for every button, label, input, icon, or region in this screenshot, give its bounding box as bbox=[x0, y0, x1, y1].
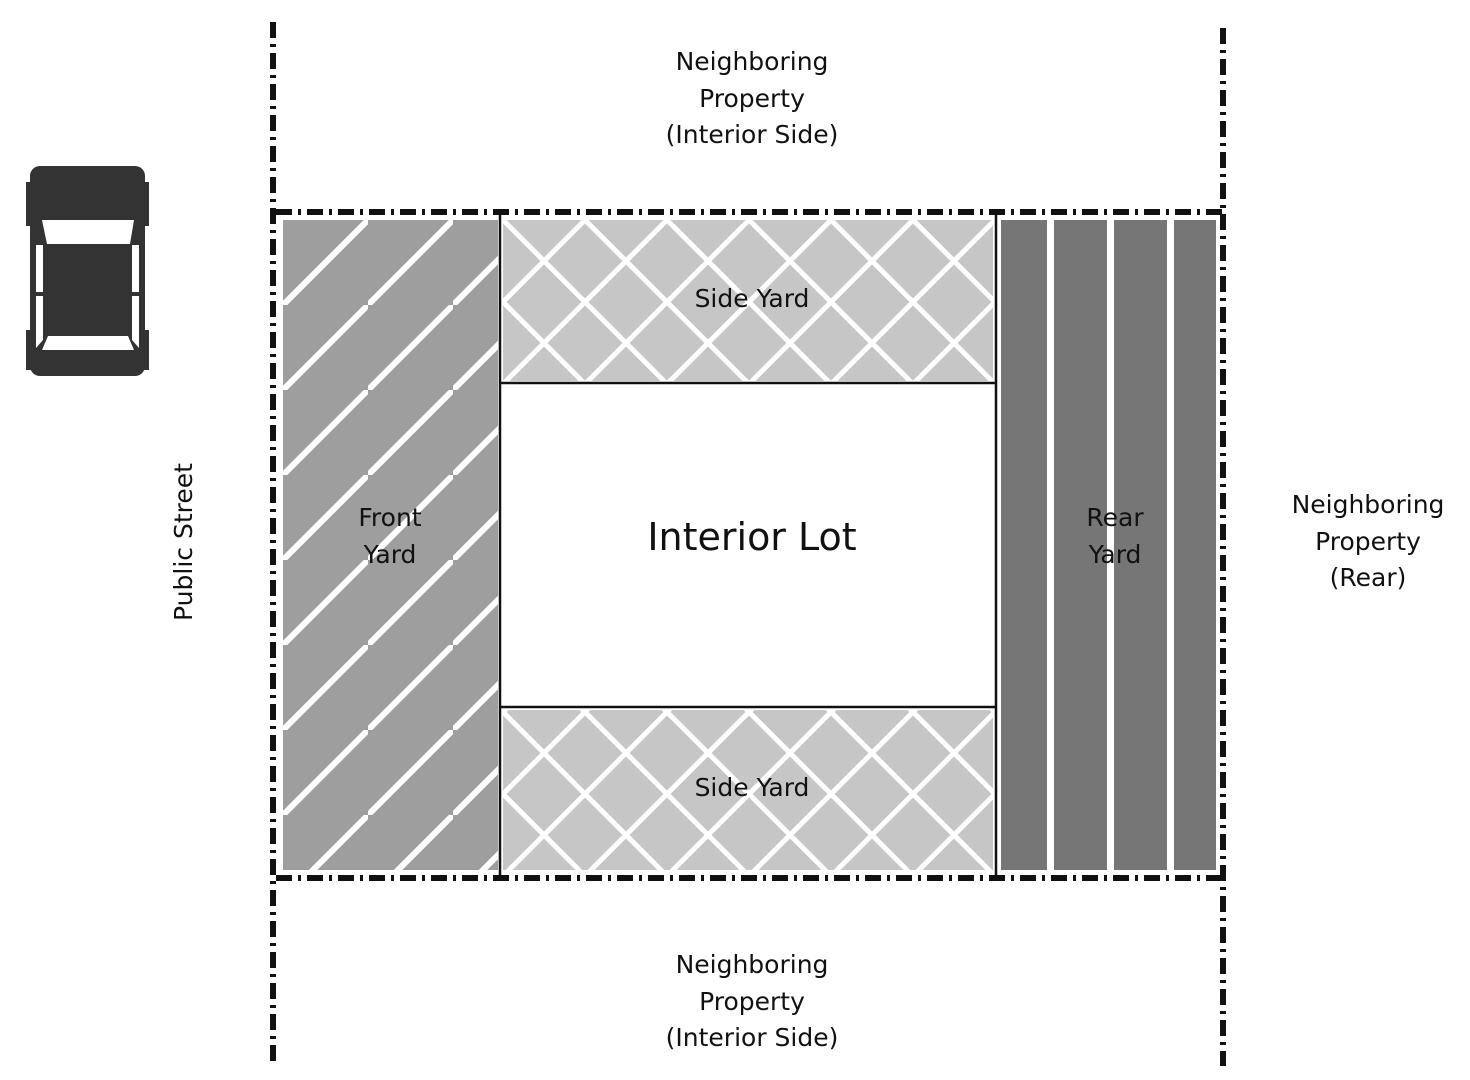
rear-yard-area bbox=[1001, 220, 1216, 870]
side-yard-top-area bbox=[503, 220, 993, 381]
svg-text:(Rear): (Rear) bbox=[1330, 563, 1407, 592]
bottom-neighbor-label: Neighboring Property (Interior Side) bbox=[666, 950, 839, 1052]
interior-lot-outline bbox=[498, 214, 998, 876]
svg-text:(Interior Side): (Interior Side) bbox=[666, 1023, 839, 1052]
front-yard-label: Front Yard bbox=[358, 503, 421, 569]
side-yard-bottom-area bbox=[503, 710, 993, 870]
svg-text:Yard: Yard bbox=[1088, 540, 1142, 569]
svg-text:Neighboring: Neighboring bbox=[676, 47, 829, 76]
rear-neighbor-label: Neighboring Property (Rear) bbox=[1292, 490, 1445, 592]
front-yard-area bbox=[283, 220, 498, 870]
svg-text:(Interior Side): (Interior Side) bbox=[666, 120, 839, 149]
top-neighbor-label: Neighboring Property (Interior Side) bbox=[666, 47, 839, 149]
svg-text:Front: Front bbox=[358, 503, 421, 532]
side-yard-bottom-label: Side Yard bbox=[695, 773, 810, 802]
svg-text:Property: Property bbox=[699, 987, 805, 1016]
svg-text:Yard: Yard bbox=[363, 540, 417, 569]
car-icon bbox=[26, 166, 149, 376]
svg-text:Neighboring: Neighboring bbox=[1292, 490, 1445, 519]
svg-text:Property: Property bbox=[699, 84, 805, 113]
interior-lot-label: Interior Lot bbox=[647, 515, 856, 559]
rear-yard-label: Rear Yard bbox=[1086, 503, 1144, 569]
svg-text:Property: Property bbox=[1315, 527, 1421, 556]
svg-text:Rear: Rear bbox=[1086, 503, 1144, 532]
public-street-label: Public Street bbox=[169, 463, 198, 621]
svg-text:Neighboring: Neighboring bbox=[676, 950, 829, 979]
property-boundaries bbox=[270, 22, 1226, 1066]
side-yard-top-label: Side Yard bbox=[695, 284, 810, 313]
